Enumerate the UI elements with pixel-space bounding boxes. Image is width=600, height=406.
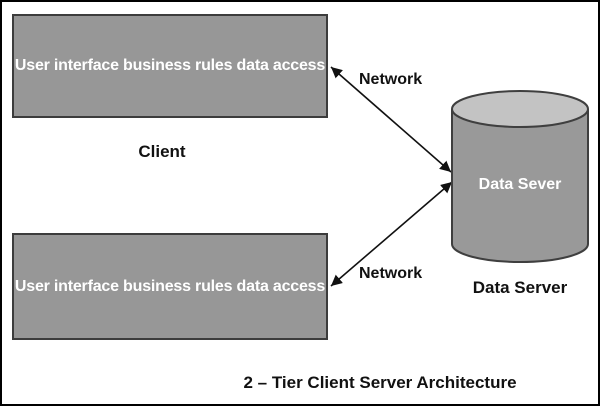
client-caption: Client	[138, 142, 186, 161]
data-server-caption: Data Server	[472, 278, 568, 297]
database-cylinder-top	[451, 90, 589, 128]
database-cylinder-body	[451, 109, 589, 263]
network-arrow-bottom	[330, 181, 453, 287]
client-box-2: User interface business rules data acces…	[12, 233, 328, 340]
data-server-cylinder-label: Data Sever	[478, 176, 562, 193]
client-box-1: User interface business rules data acces…	[12, 14, 328, 118]
diagram-title: 2 – Tier Client Server Architecture	[243, 373, 517, 392]
client-box-2-label: User interface business rules data acces…	[14, 277, 326, 295]
network-arrow-top	[330, 66, 452, 173]
network-label-top: Network	[359, 71, 423, 88]
client-box-1-label: User interface business rules data acces…	[14, 57, 326, 74]
network-label-bottom: Network	[359, 265, 423, 282]
